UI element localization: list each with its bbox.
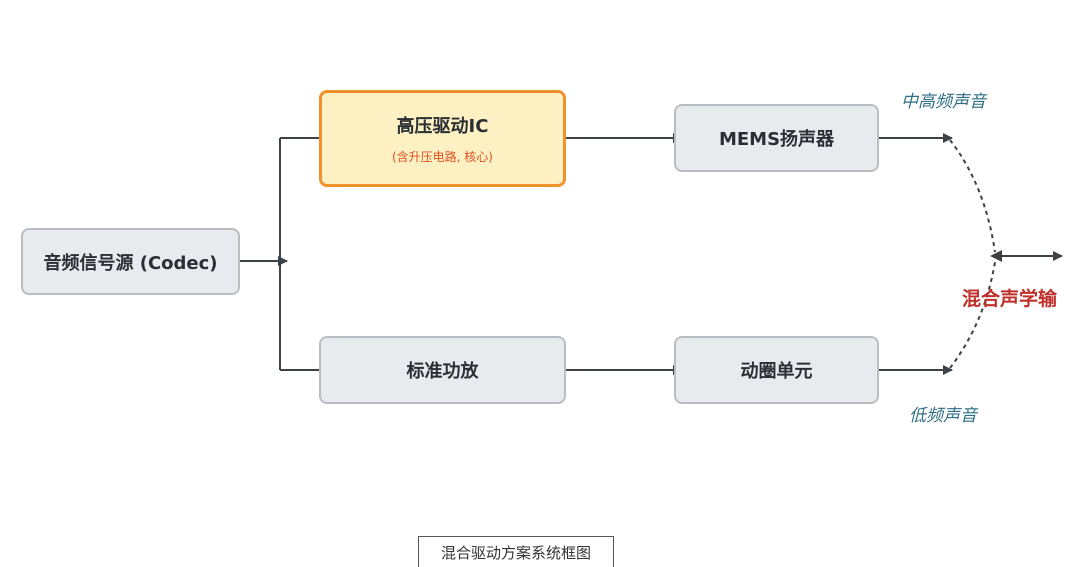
output-left-arrowhead <box>990 250 1002 262</box>
node-audio-source-label: 音频信号源 (Codec) <box>43 252 218 274</box>
node-standard-amp: 标准功放 <box>319 336 566 404</box>
node-amp-label: 标准功放 <box>406 361 479 382</box>
merge-curve-low <box>949 261 996 369</box>
node-hv-driver-note: (含升压电路, 核心) <box>392 150 493 164</box>
node-hv-driver-label: 高压驱动IC <box>396 116 489 137</box>
node-audio-source: 音频信号源 (Codec) <box>21 228 240 295</box>
node-hv-driver-ic: 高压驱动IC (含升压电路, 核心) <box>319 90 566 187</box>
high-frequency-label: 中高频声音 <box>901 92 986 112</box>
node-coil-label: 动圈单元 <box>740 361 813 382</box>
figure-caption: 混合驱动方案系统框图 <box>418 536 614 567</box>
node-coil-unit: 动圈单元 <box>674 336 879 404</box>
mixed-output-label: 混合声学输 <box>962 288 1058 310</box>
low-frequency-label: 低频声音 <box>909 406 977 426</box>
node-mems-label: MEMS扬声器 <box>718 129 835 150</box>
merge-curve-high <box>949 139 996 253</box>
node-mems-speaker: MEMS扬声器 <box>674 104 879 172</box>
